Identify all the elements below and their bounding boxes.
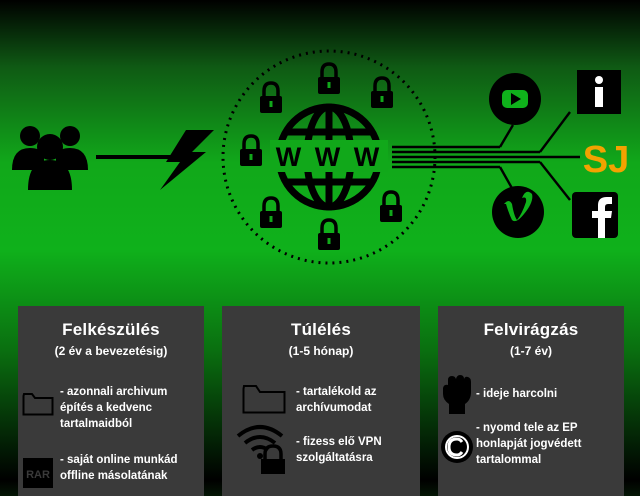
data-lines — [392, 111, 580, 201]
list-item: - saját online munkád offline másolatána… — [60, 454, 178, 482]
panel-flourishing: Felvirágzás (1-7 év) - ideje harcolni - … — [438, 306, 624, 496]
raised-fist-icon — [443, 375, 471, 414]
wifi-lock-icon — [236, 425, 285, 474]
panel-title: Felkészülés — [62, 320, 160, 339]
panel-subtitle: (1-7 év) — [509, 344, 553, 358]
sj-logo: SJ — [583, 139, 629, 181]
internet-diagram: W W W SJ — [12, 49, 629, 265]
vimeo-icon — [492, 186, 544, 238]
folder-icon — [22, 393, 54, 416]
list-item: - tartalékold az archívumodat — [296, 386, 377, 414]
lock-icon — [318, 62, 340, 94]
lock-icon — [260, 196, 282, 228]
globe-label: W W W — [276, 142, 382, 172]
rar-archive-icon: RAR — [23, 458, 53, 488]
list-item: - azonnali archivum építés a kedvenc tar… — [60, 386, 168, 430]
panel-subtitle: (1-5 hónap) — [288, 344, 354, 358]
globe-label-band — [270, 140, 388, 172]
lightning-icon — [160, 130, 214, 190]
panel-title: Túlélés — [291, 320, 351, 339]
lock-icon — [260, 81, 282, 113]
panel-title: Felvirágzás — [483, 320, 579, 339]
svg-text:RAR: RAR — [26, 469, 50, 481]
copyright-icon — [441, 431, 473, 463]
panel-survival: Túlélés (1-5 hónap) - tartalékold az arc… — [222, 306, 420, 496]
lock-icon — [371, 76, 393, 108]
folder-icon — [242, 385, 286, 414]
facebook-icon — [572, 192, 618, 238]
list-item: - fizess elő VPN szolgáltatásra — [296, 436, 382, 464]
info-icon — [577, 70, 621, 114]
lock-icon — [318, 218, 340, 250]
list-item: - ideje harcolni — [476, 388, 558, 400]
lock-icon — [380, 190, 402, 222]
lock-icon — [240, 134, 262, 166]
list-item: - nyomd tele az EP honlapját jogvédett t… — [476, 422, 582, 466]
youtube-icon — [489, 73, 541, 125]
panel-subtitle: (2 év a bevezetésig) — [54, 344, 168, 358]
users-icon — [12, 126, 88, 190]
panel-preparation: Felkészülés (2 év a bevezetésig) - azonn… — [18, 306, 204, 496]
